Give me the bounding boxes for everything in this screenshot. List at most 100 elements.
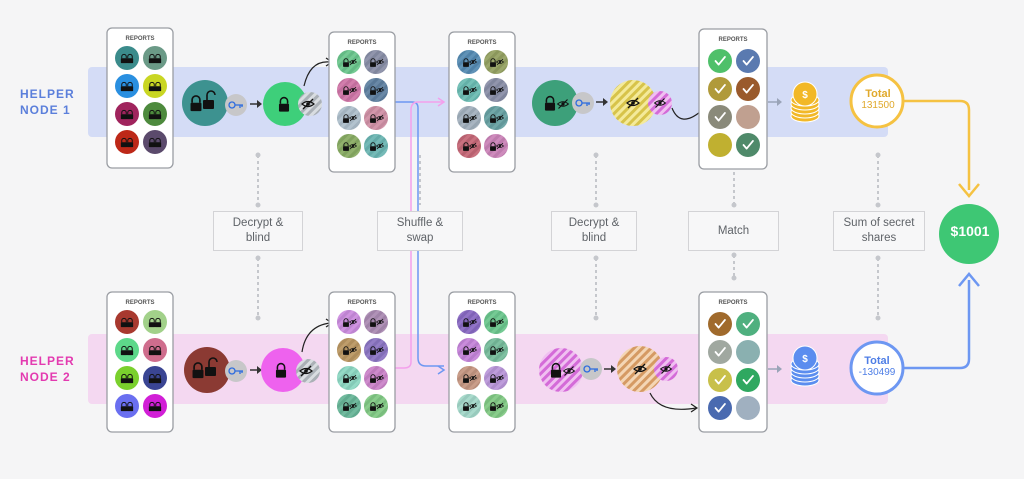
eye-slash-icon <box>495 374 505 382</box>
lock-shackle <box>370 318 376 323</box>
report-circle <box>115 338 139 362</box>
eye-slash <box>469 318 477 326</box>
connector-dot <box>731 252 737 258</box>
helper-node-2-label-line2: NODE 2 <box>20 370 71 384</box>
lock-shackle <box>155 317 161 323</box>
lock-body <box>120 406 128 412</box>
report-circle <box>143 310 167 334</box>
eye-slash <box>496 346 504 354</box>
eye-slash-icon <box>495 142 505 150</box>
lock-shackle <box>149 137 155 143</box>
lock-shackle <box>463 402 469 407</box>
lock-body <box>490 322 496 327</box>
lock-shackle <box>121 109 127 115</box>
unlock-body <box>203 100 214 109</box>
report-circle <box>115 74 139 98</box>
lock-shackle <box>155 109 161 115</box>
eye-slash <box>469 86 477 94</box>
coin-symbol: $ <box>802 90 808 101</box>
eye-slash <box>469 114 477 122</box>
lock-shackle <box>463 114 469 119</box>
lock-shackle <box>121 373 127 379</box>
lock-shackle <box>463 58 469 63</box>
lock-body <box>490 406 496 411</box>
connector-dot <box>875 255 881 261</box>
eye-slash-icon <box>468 58 478 66</box>
lock-shackle <box>463 86 469 91</box>
lock-shackle <box>127 373 133 379</box>
lock-shackle <box>127 345 133 351</box>
eye-slash-icon <box>301 98 315 110</box>
eye-slash <box>349 374 357 382</box>
lock-shackle <box>127 317 133 323</box>
eye-slash-icon <box>348 142 358 150</box>
lock-icon <box>343 374 349 383</box>
lock-icon <box>343 346 349 355</box>
lock-body <box>343 62 349 67</box>
lock-shackle <box>149 81 155 87</box>
lock-body <box>370 322 376 327</box>
lock-icon <box>154 401 162 412</box>
coin-stack-icon: $ <box>790 345 820 387</box>
eye-slash-icon <box>348 114 358 122</box>
lock-shackle <box>127 109 133 115</box>
lock-icon <box>154 373 162 384</box>
key-bit <box>235 104 243 108</box>
check-icon <box>714 319 726 329</box>
lock-body <box>120 378 128 384</box>
lock-icon <box>154 345 162 356</box>
lock-shackle <box>545 95 555 103</box>
step-3-line2: blind <box>581 232 607 244</box>
lock-body <box>126 378 134 384</box>
arrow-icon <box>958 183 980 198</box>
lock-body <box>490 118 496 123</box>
arrow-icon <box>437 97 446 107</box>
lock-shackle <box>370 346 376 351</box>
connector-dot <box>593 202 599 208</box>
lock-icon <box>126 109 134 120</box>
lock-icon <box>490 374 496 383</box>
lock-shackle <box>127 81 133 87</box>
eye-slash <box>496 142 504 150</box>
lock-body <box>463 146 469 151</box>
report-circle <box>115 46 139 70</box>
arrow-icon <box>690 403 699 413</box>
lock-shackle <box>490 114 496 119</box>
eye-slash <box>376 114 384 122</box>
lock-body <box>148 114 156 120</box>
step-decrypt-blind-2: Decrypt &blind <box>551 211 637 251</box>
lock-body <box>278 103 290 112</box>
eye-slash-icon <box>653 98 667 108</box>
lock-shackle <box>490 318 496 323</box>
report-circle <box>708 133 732 157</box>
helper-node-1-label: HELPER NODE 1 <box>20 86 75 118</box>
lock-icon <box>120 137 128 148</box>
lock-icon <box>343 142 349 151</box>
connector-dot <box>255 152 261 158</box>
lock-body <box>370 406 376 411</box>
curve-arrow <box>303 61 331 87</box>
lock-body <box>370 118 376 123</box>
coin-face <box>792 345 818 371</box>
lock-icon <box>490 402 496 411</box>
lock-icon <box>490 318 496 327</box>
lock-body <box>120 58 128 64</box>
lock-icon <box>490 86 496 95</box>
lock-icon <box>126 345 134 356</box>
lock-body <box>343 322 349 327</box>
connector-dot <box>875 152 881 158</box>
lock-shackle <box>370 374 376 379</box>
lock-shackle <box>490 346 496 351</box>
connector-dot <box>731 202 737 208</box>
report-circle <box>143 366 167 390</box>
lock-shackle <box>121 401 127 407</box>
eye-slash <box>496 58 504 66</box>
lock-icon <box>120 81 128 92</box>
step-5-line1: Sum of secret <box>843 217 915 229</box>
step-decrypt-blind-1: Decrypt &blind <box>213 211 303 251</box>
eye-slash-icon <box>375 374 385 382</box>
reports-label: REPORTS <box>125 300 154 306</box>
sum-line-node2 <box>903 280 971 370</box>
eye-slash-icon <box>375 142 385 150</box>
lock-shackle <box>343 58 349 63</box>
